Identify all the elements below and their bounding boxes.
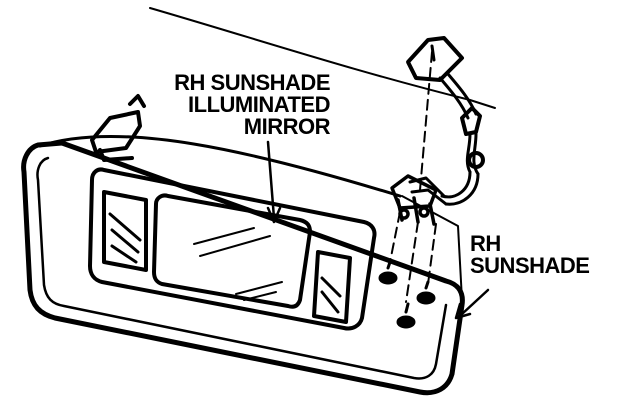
- screw-3: [416, 291, 436, 305]
- sunshade-leader-arrow: [454, 302, 472, 320]
- screw-1: [378, 271, 398, 285]
- assembly-lines: [389, 51, 437, 303]
- roof-edge-line: [149, 7, 496, 109]
- mirror-glass: [152, 193, 312, 309]
- left-lamp: [102, 190, 148, 272]
- mirror-leader-arrow: [266, 206, 282, 224]
- mirror-leader-line: [266, 140, 276, 220]
- right-lamp: [312, 250, 352, 324]
- mirror-callout-label: RH SUNSHADE ILLUMINATED MIRROR: [130, 72, 330, 138]
- sunshade-top-edge: [38, 134, 402, 198]
- screw-2: [396, 315, 416, 329]
- mirror-callout-line-3: MIRROR: [243, 114, 331, 139]
- wiring-harness: [406, 36, 485, 206]
- sunshade-leader-line: [460, 288, 490, 316]
- mounting-plate: [390, 174, 438, 226]
- mirror-callout-line-2: ILLUMINATED: [188, 92, 330, 117]
- sunshade-callout-label: RH SUNSHADE: [470, 231, 590, 278]
- mirror-bezel: [88, 167, 377, 331]
- sunshade-inner-outline: [36, 156, 448, 380]
- visor-bracket: [90, 94, 146, 162]
- mirror-callout-line-1: RH SUNSHADE: [174, 70, 330, 95]
- sunshade-callout-line-1: RH: [470, 231, 501, 256]
- sunshade-outer-outline: [21, 140, 465, 396]
- sunshade-callout-line-2: SUNSHADE: [470, 253, 590, 278]
- screws: [378, 260, 436, 329]
